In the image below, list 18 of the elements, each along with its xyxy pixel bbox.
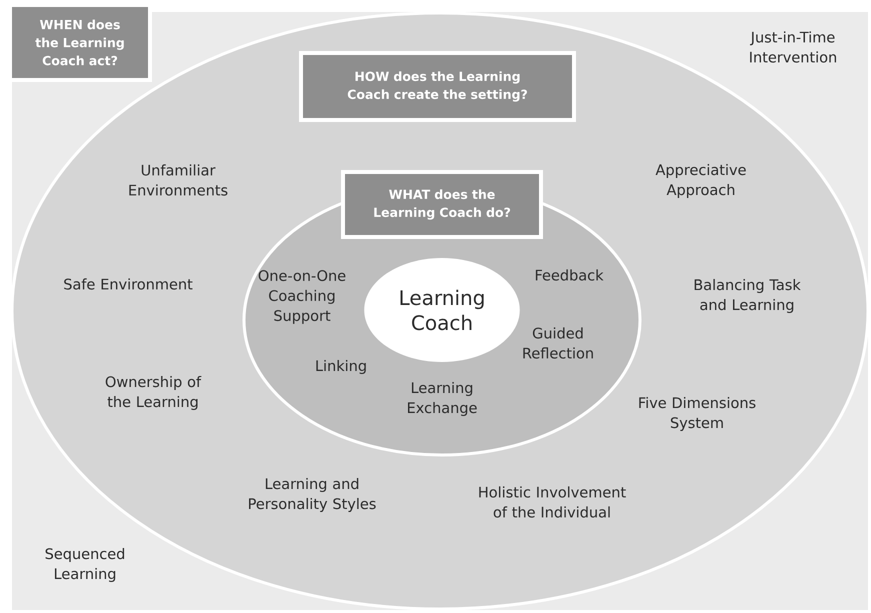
ring-label: Linking: [316, 360, 366, 374]
ring-label: Holistic Involvement of the Individual: [479, 486, 626, 518]
question-box: WHEN does the Learning Coach act?: [8, 3, 152, 82]
ring-label: Five Dimensions System: [639, 396, 756, 431]
question-box: WHAT does the Learning Coach do?: [341, 170, 543, 239]
ring-label: Unfamiliar Environments: [129, 164, 228, 196]
band-label: Just-in-Time Intervention: [750, 31, 836, 63]
ring-label: Ownership of the Learning: [106, 376, 202, 410]
ring-label: Appreciative Approach: [656, 164, 746, 198]
ring-label: Guided Reflection: [523, 327, 593, 359]
ring-label: Safe Environment: [64, 278, 192, 290]
question-box: HOW does the Learning Coach create the setting?: [299, 51, 576, 122]
ring-label: Learning and Personality Styles: [249, 478, 376, 512]
band-label: Sequenced Learning: [46, 548, 124, 582]
ring-label: One-on-One Coaching Support: [258, 270, 346, 324]
ring-label: Balancing Task and Learning: [694, 278, 801, 313]
ring-label: Feedback: [536, 269, 604, 281]
ring-label: Learning Exchange: [408, 382, 477, 416]
